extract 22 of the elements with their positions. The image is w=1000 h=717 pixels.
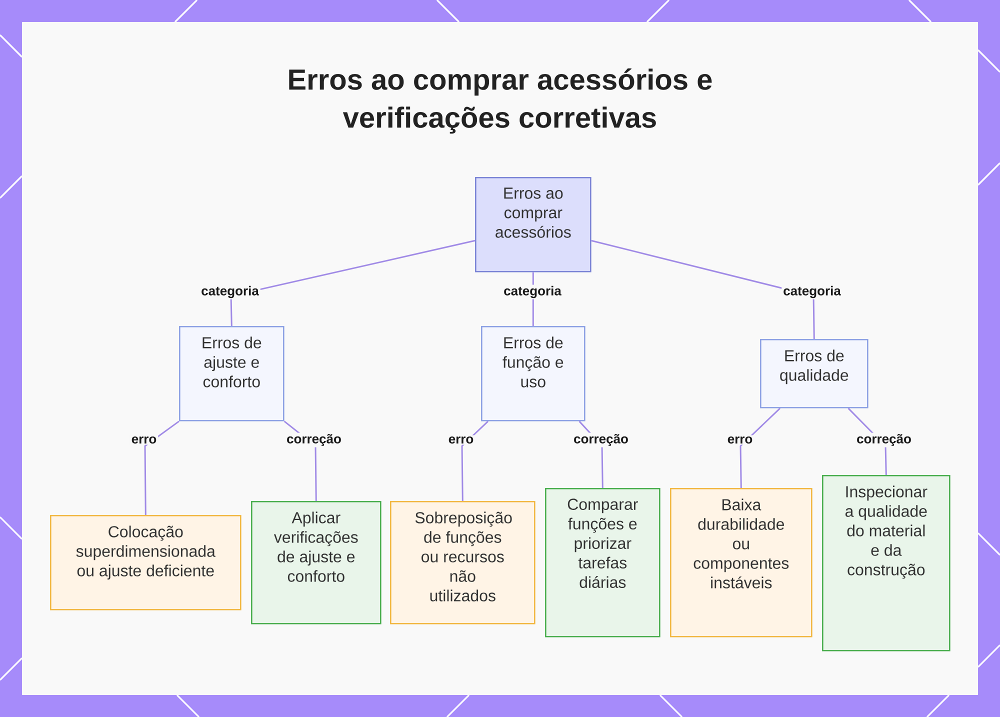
correction-box: Inspecionar a qualidade do material e da construção: [822, 475, 950, 652]
root-box: Erros ao comprar acessórios: [475, 177, 592, 272]
edge-label: categoria: [200, 284, 260, 300]
edge-label: correção: [285, 432, 343, 448]
error-box: Baixa durabilidade ou componentes instáveis: [670, 488, 812, 638]
category-box: Erros de qualidade: [760, 339, 868, 408]
edge-label: erro: [726, 435, 754, 445]
correction-box: Aplicar verificações de ajuste e conforto: [251, 501, 382, 624]
edge-label: erro: [446, 435, 476, 445]
error-box: Colocação superdimensionada ou ajuste deficiente: [50, 515, 242, 610]
edge-label: categoria: [502, 284, 563, 300]
category-box: Erros de função e uso: [481, 326, 586, 422]
error-box: Sobreposição de funções ou recursos não utilizados: [390, 501, 536, 624]
edge-label: correção: [572, 432, 630, 448]
edge-label: categoria: [782, 284, 842, 300]
connector-line: [144, 420, 180, 516]
title: Erros ao comprar acessórios e verificações corretivas: [289, 68, 712, 134]
edge-label: correção: [855, 432, 913, 448]
edge-label: erro: [130, 435, 158, 445]
correction-box: Comparar funções e priorizar tarefas diárias: [545, 488, 660, 638]
connector-line: [230, 240, 476, 326]
category-box: Erros de ajuste e conforto: [179, 326, 284, 422]
